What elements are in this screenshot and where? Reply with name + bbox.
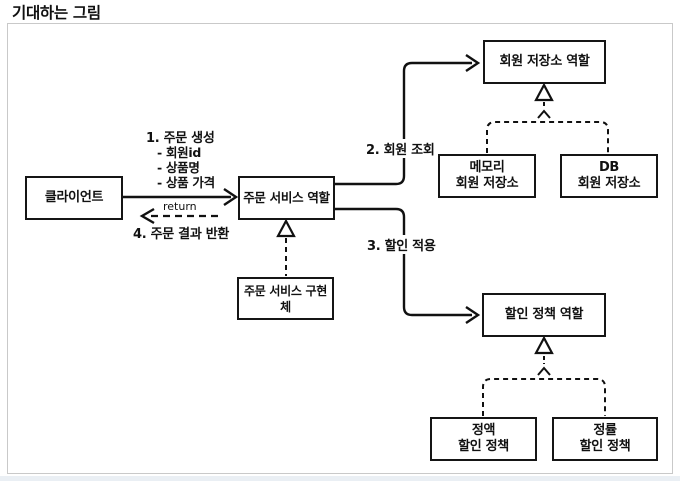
label-step1-create-order: 1. 주문 생성 — [146, 131, 215, 146]
box-rate-discount-policy-line2: 할인 정책 — [579, 439, 631, 454]
dashed-tree-member-stores — [486, 121, 609, 153]
diagram-frame — [7, 23, 673, 474]
arrow-discount-apply — [335, 207, 472, 317]
box-fixed-discount-policy: 정액 할인 정책 — [430, 417, 537, 461]
arrowhead-discount-apply — [465, 306, 481, 324]
box-client-label: 클라이언트 — [44, 190, 104, 205]
box-client: 클라이언트 — [25, 176, 123, 220]
box-db-member-store: DB 회원 저장소 — [560, 154, 658, 198]
bottom-strip — [0, 476, 680, 481]
label-step2-member-lookup: 2. 회원 조회 — [364, 139, 437, 158]
triangle-member-store-generalization — [534, 82, 554, 102]
box-rate-discount-policy-line1: 정률 — [593, 423, 617, 438]
box-order-service-role-label: 주문 서비스 역할 — [243, 190, 330, 205]
label-step4-return-order-result: 4. 주문 결과 반환 — [133, 227, 230, 242]
dashed-caret-member-store — [537, 109, 551, 119]
arrowhead-create-order — [223, 188, 239, 206]
arrowhead-member-lookup — [465, 54, 481, 72]
triangle-order-service-generalization — [276, 218, 296, 238]
box-memory-member-store: 메모리 회원 저장소 — [438, 154, 536, 198]
box-order-service-impl-label: 주문 서비스 구현체 — [244, 283, 327, 314]
dashed-caret-discount-policy — [537, 366, 551, 376]
box-order-service-impl: 주문 서비스 구현체 — [237, 277, 334, 320]
box-db-member-store-line2: 회원 저장소 — [577, 176, 641, 191]
box-discount-policy-role-label: 할인 정책 역할 — [504, 307, 584, 322]
label-step1-parameters: - 회원id - 상품명 - 상품 가격 — [157, 145, 215, 190]
page-title: 기대하는 그림 — [12, 4, 101, 22]
dashed-tree-discount-policies — [482, 378, 606, 416]
box-fixed-discount-policy-line1: 정액 — [471, 423, 496, 438]
label-step1-item-product-price: - 상품 가격 — [157, 175, 215, 190]
box-rate-discount-policy: 정률 할인 정책 — [552, 417, 658, 461]
box-fixed-discount-policy-line2: 할인 정책 — [458, 439, 509, 454]
box-db-member-store-line1: DB — [598, 160, 620, 175]
label-step1-item-product-name: - 상품명 — [157, 160, 200, 175]
label-step3-discount-apply: 3. 할인 적용 — [365, 235, 438, 254]
label-return: return — [161, 200, 199, 213]
arrow-member-lookup — [335, 61, 472, 186]
box-memory-member-store-line2: 회원 저장소 — [455, 176, 519, 191]
triangle-discount-policy-generalization — [534, 335, 554, 355]
box-member-store-role-label: 회원 저장소 역할 — [499, 54, 590, 69]
label-step1-item-member-id: - 회원id — [157, 145, 201, 160]
arrowhead-return — [139, 207, 155, 225]
box-order-service-role: 주문 서비스 역할 — [238, 176, 335, 220]
box-member-store-role: 회원 저장소 역할 — [483, 40, 606, 84]
box-memory-member-store-line1: 메모리 — [469, 160, 505, 175]
box-discount-policy-role: 할인 정책 역할 — [482, 293, 606, 337]
